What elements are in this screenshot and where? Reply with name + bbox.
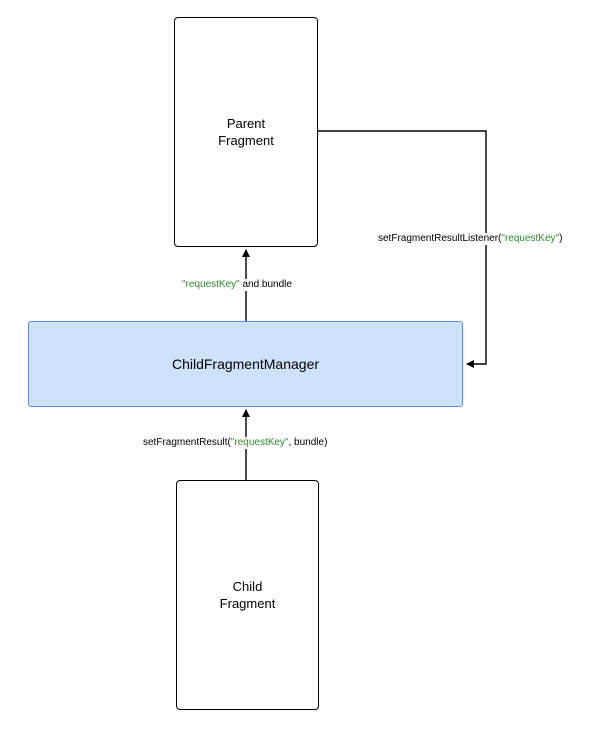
child-fragment-box: Child Fragment: [176, 480, 319, 710]
child-fragment-manager-label: ChildFragmentManager: [171, 355, 320, 372]
parent-fragment-label-line2: Fragment: [218, 133, 274, 148]
edge-label-prefix: setFragmentResult(: [143, 437, 231, 448]
edge-label-set-fragment-result-listener: setFragmentResultListener("requestKey"): [378, 233, 563, 245]
parent-fragment-box: Parent Fragment: [174, 17, 318, 247]
child-fragment-label-line1: Child: [232, 579, 263, 594]
request-key-literal: "requestKey": [230, 437, 289, 448]
edge-parent-to-manager: [318, 130, 487, 368]
edge-label-prefix: setFragmentResultListener(: [378, 233, 502, 244]
edge-label-set-fragment-result: setFragmentResult("requestKey", bundle): [143, 437, 328, 449]
parent-fragment-label-line1: Parent: [226, 116, 266, 131]
edge-label-suffix: , bundle): [288, 437, 328, 448]
request-key-literal: "requestKey": [182, 279, 240, 290]
child-fragment-label-line2: Fragment: [219, 596, 276, 611]
child-fragment-manager-box: ChildFragmentManager: [28, 321, 463, 407]
edge-label-suffix: ): [559, 233, 563, 244]
request-key-literal: "requestKey": [501, 233, 560, 244]
edge-label-suffix: and bundle: [239, 279, 292, 290]
edge-label-request-key-and-bundle: "requestKey" and bundle: [182, 279, 292, 291]
